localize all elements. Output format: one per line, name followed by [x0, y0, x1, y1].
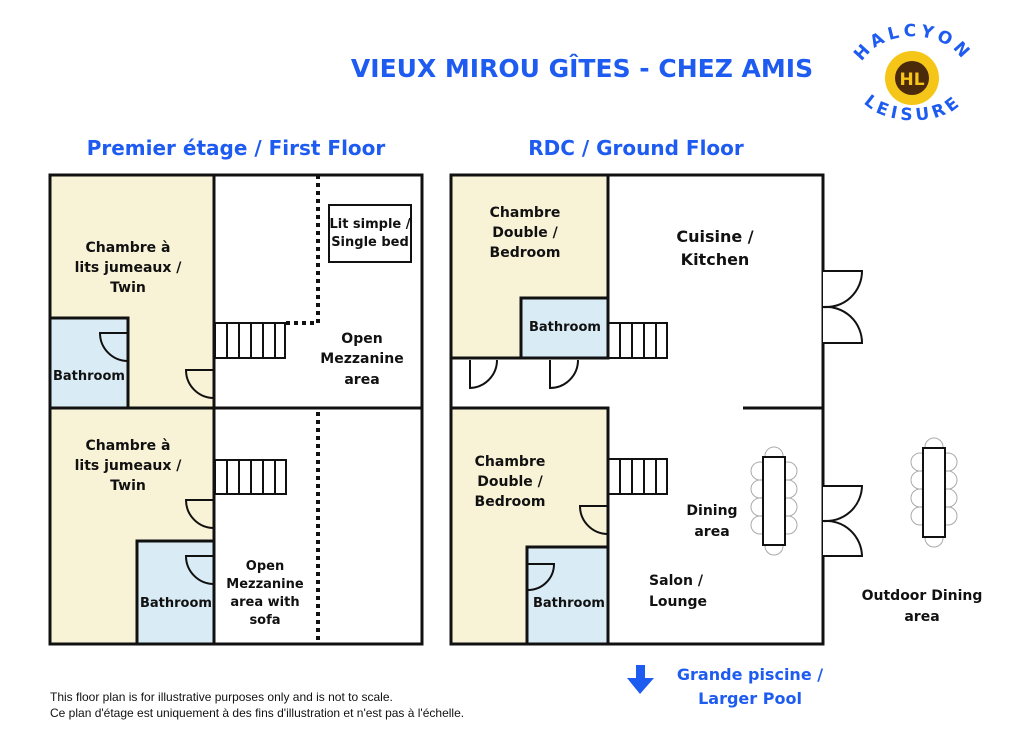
halcyon-leisure-logo: HL HALCYON LEISURE [850, 21, 972, 125]
first-floor-heading: Premier étage / First Floor [87, 136, 386, 160]
bathroom-1 [48, 316, 130, 410]
ground-floor-heading: RDC / Ground Floor [528, 136, 744, 160]
single-bed-label: Lit simple /Single bed [329, 217, 410, 250]
stairs-icon [214, 322, 286, 359]
outdoor-table-icon [910, 437, 958, 548]
bathroom-label: Bathroom [529, 320, 601, 335]
svg-text:Cuisine /Kitchen: Cuisine /Kitchen [676, 227, 753, 269]
bathroom-label: Bathroom [533, 596, 605, 611]
door-icon [98, 332, 215, 585]
door-icon [469, 270, 864, 591]
svg-text:HL: HL [899, 70, 924, 90]
stairs-icon [214, 459, 287, 495]
mezzanine-edge [286, 175, 320, 325]
bathroom-label: Bathroom [53, 369, 125, 384]
page-title: VIEUX MIROU GÎTES - CHEZ AMIS [351, 54, 813, 83]
arrow-down-icon [627, 665, 654, 694]
svg-text:Salon /Lounge: Salon /Lounge [649, 573, 707, 610]
stairs-icon [607, 458, 668, 495]
pool-label: Grande piscine /Larger Pool [677, 665, 823, 708]
disclaimer: This floor plan is for illustrative purp… [50, 689, 464, 721]
sunflower-icon: HL [885, 51, 939, 105]
disclaimer-fr: Ce plan d'étage est uniquement à des fin… [50, 706, 465, 720]
single-bed [328, 204, 412, 263]
disclaimer-en: This floor plan is for illustrative purp… [50, 690, 393, 704]
bathroom-2 [135, 539, 216, 646]
bathroom-label: Bathroom [140, 596, 212, 611]
dining-table-icon [750, 446, 798, 556]
stairs-icon [607, 322, 668, 359]
